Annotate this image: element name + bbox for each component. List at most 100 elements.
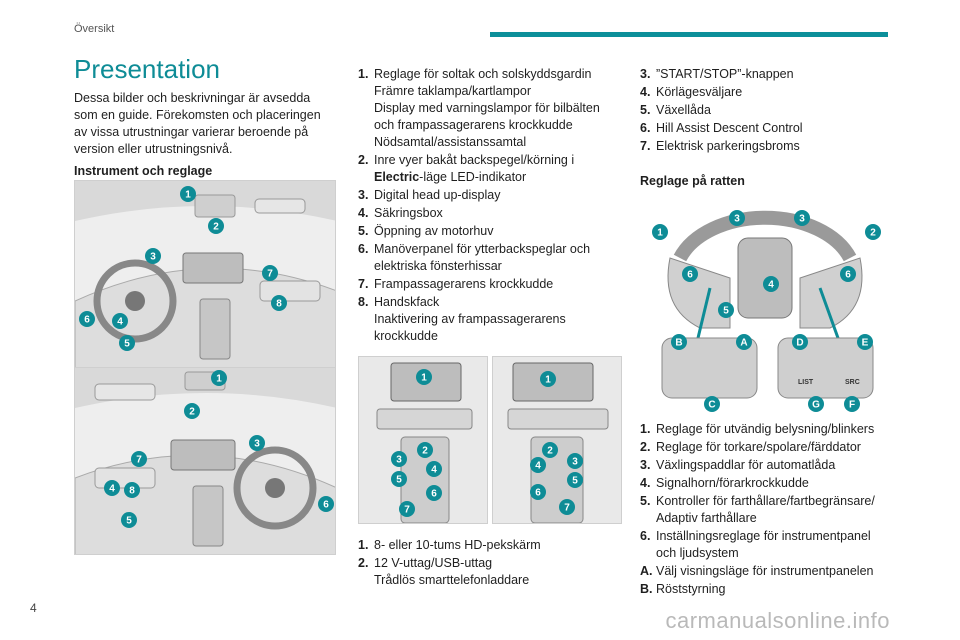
svg-text:3: 3	[254, 439, 260, 450]
console-illustration-left: 1 2 3 4 5 6 7	[358, 356, 488, 524]
badge-6: 6	[530, 484, 546, 500]
svg-text:4: 4	[535, 461, 541, 472]
list-item: 6.Inställningsreglage för instrumentpane…	[640, 529, 871, 560]
page-title: Presentation	[74, 54, 220, 84]
svg-text:6: 6	[84, 315, 90, 326]
list-item: B.Röststyrning	[640, 582, 726, 596]
badge-5: 5	[391, 471, 407, 487]
badge-6: 6	[318, 496, 334, 512]
badge-f: F	[844, 396, 860, 412]
list-item: 6.Hill Assist Descent Control	[640, 121, 803, 135]
section-header: Översikt	[74, 23, 115, 35]
console-illustration-right: 1 2 4 3 6 5 7	[492, 356, 622, 524]
svg-text:F: F	[849, 400, 855, 411]
badge-3: 3	[729, 210, 745, 226]
badge-6: 6	[79, 311, 95, 327]
svg-text:3: 3	[799, 214, 805, 225]
list-item: 7.Elektrisk parkeringsbroms	[640, 139, 800, 153]
svg-text:6: 6	[845, 270, 851, 281]
badge-1: 1	[211, 370, 227, 386]
svg-text:3: 3	[734, 214, 740, 225]
list-item: 3.”START/STOP”-knappen	[640, 67, 794, 81]
badge-2: 2	[184, 403, 200, 419]
badge-1: 1	[652, 224, 668, 240]
badge-4: 4	[763, 276, 779, 292]
svg-text:4: 4	[109, 484, 115, 495]
svg-text:5: 5	[396, 475, 402, 486]
list-item: 1.Reglage för soltak och solskyddsgardin…	[358, 67, 600, 149]
svg-text:3: 3	[572, 457, 578, 468]
svg-text:1: 1	[421, 373, 427, 384]
list-item: 4.Säkringsbox	[358, 206, 443, 220]
badge-5: 5	[119, 335, 135, 351]
badge-b: B	[671, 334, 687, 350]
intro-column: Dessa bilder och beskrivningar är avsedd…	[74, 90, 336, 190]
badge-d: D	[792, 334, 808, 350]
svg-text:1: 1	[185, 190, 191, 201]
list-item: 5.Öppning av motorhuv	[358, 224, 494, 238]
svg-text:4: 4	[768, 280, 774, 291]
wheel-list: 1.Reglage för utvändig belysning/blinker…	[640, 421, 890, 599]
list-item: 7.Frampassagerarens krockkudde	[358, 277, 554, 291]
list-item: 1.8- eller 10-tums HD-pekskärm	[358, 538, 541, 552]
svg-text:7: 7	[404, 505, 410, 516]
svg-text:2: 2	[189, 407, 195, 418]
svg-text:8: 8	[276, 299, 282, 310]
badge-3b: 3	[794, 210, 810, 226]
svg-text:1: 1	[657, 228, 663, 239]
header-accent-bar	[490, 32, 888, 37]
svg-text:2: 2	[870, 228, 876, 239]
svg-text:4: 4	[117, 317, 123, 328]
svg-text:2: 2	[422, 446, 428, 457]
svg-text:6: 6	[535, 488, 541, 499]
badge-1: 1	[416, 369, 432, 385]
badge-4: 4	[426, 461, 442, 477]
badge-1: 1	[180, 186, 196, 202]
svg-text:7: 7	[136, 455, 142, 466]
svg-text:D: D	[796, 338, 803, 349]
list-item: 4.Körlägesväljare	[640, 85, 743, 99]
badge-8: 8	[124, 482, 140, 498]
badge-7: 7	[262, 265, 278, 281]
src-button-label: SRC	[845, 379, 860, 386]
list-item: 5.Växellåda	[640, 103, 711, 117]
svg-text:5: 5	[126, 516, 132, 527]
badge-a: A	[736, 334, 752, 350]
instruments-list: 1.Reglage för soltak och solskyddsgardin…	[358, 66, 622, 345]
dashboard-illustration-top: 1 2 3 7 8 6 4 5	[74, 180, 336, 368]
list-item: 1.Reglage för utvändig belysning/blinker…	[640, 422, 875, 436]
badge-7: 7	[559, 499, 575, 515]
badge-6: 6	[426, 485, 442, 501]
list-item: 4.Signalhorn/förarkrockkudde	[640, 476, 809, 490]
badge-5: 5	[718, 302, 734, 318]
badge-g: G	[808, 396, 824, 412]
badge-3: 3	[567, 453, 583, 469]
badge-2: 2	[865, 224, 881, 240]
watermark: carmanualsonline.info	[665, 608, 890, 633]
intro-text: Dessa bilder och beskrivningar är avsedd…	[74, 91, 321, 156]
svg-text:4: 4	[431, 465, 437, 476]
badge-7: 7	[131, 451, 147, 467]
svg-text:C: C	[708, 400, 715, 411]
list-item: 2.Inre vyer bakåt backspegel/körning i E…	[358, 153, 575, 184]
badge-e: E	[857, 334, 873, 350]
list-button-label: LIST	[798, 379, 814, 386]
wheel-subhead: Reglage på ratten	[640, 174, 745, 188]
instruments-subhead: Instrument och reglage	[74, 164, 213, 178]
badge-3: 3	[391, 451, 407, 467]
svg-text:5: 5	[124, 339, 130, 350]
badge-3: 3	[145, 248, 161, 264]
svg-text:8: 8	[129, 486, 135, 497]
badge-8: 8	[271, 295, 287, 311]
svg-text:6: 6	[323, 500, 329, 511]
badge-6b: 6	[840, 266, 856, 282]
list-item: 5.Kontroller för farthållare/fartbegräns…	[640, 494, 875, 525]
svg-text:A: A	[740, 338, 747, 349]
badge-4: 4	[112, 313, 128, 329]
badge-3: 3	[249, 435, 265, 451]
list-item: 6.Manöverpanel för ytterbackspeglar och …	[358, 242, 591, 273]
svg-text:5: 5	[723, 306, 729, 317]
svg-text:1: 1	[216, 374, 222, 385]
svg-text:2: 2	[547, 446, 553, 457]
